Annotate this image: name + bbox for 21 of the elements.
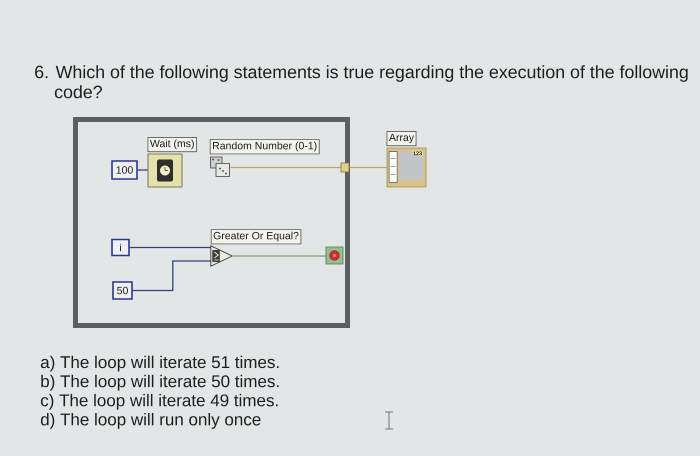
answer-option: b) The loop will iterate 50 times.: [41, 374, 279, 391]
answer-option: d) The loop will run only once: [40, 413, 260, 429]
function-label: Wait (ms): [148, 137, 197, 152]
wire: [132, 260, 211, 292]
wire: [130, 246, 211, 248]
wire: [138, 169, 148, 171]
wire: [232, 255, 326, 257]
wire: [230, 166, 341, 168]
iteration-terminal: i: [111, 238, 130, 256]
wire: [349, 166, 387, 168]
indicator-label: Array: [386, 131, 416, 146]
function-label: Greater Or Equal?: [210, 229, 302, 244]
loop-frame: [73, 117, 350, 328]
question-text: 6. Which of the following statements is true regarding the execution of the following code?: [35, 65, 688, 98]
numeric-constant: 50: [112, 281, 133, 300]
answer-option: c) The loop will iterate 49 times.: [40, 394, 278, 410]
answer-option: a) The loop will iterate 51 times.: [40, 356, 279, 372]
numeric-constant: 100: [111, 160, 138, 180]
stop-icon: [326, 246, 344, 264]
function-label: Random Number (0-1): [210, 139, 320, 154]
tunnel: [340, 162, 350, 172]
